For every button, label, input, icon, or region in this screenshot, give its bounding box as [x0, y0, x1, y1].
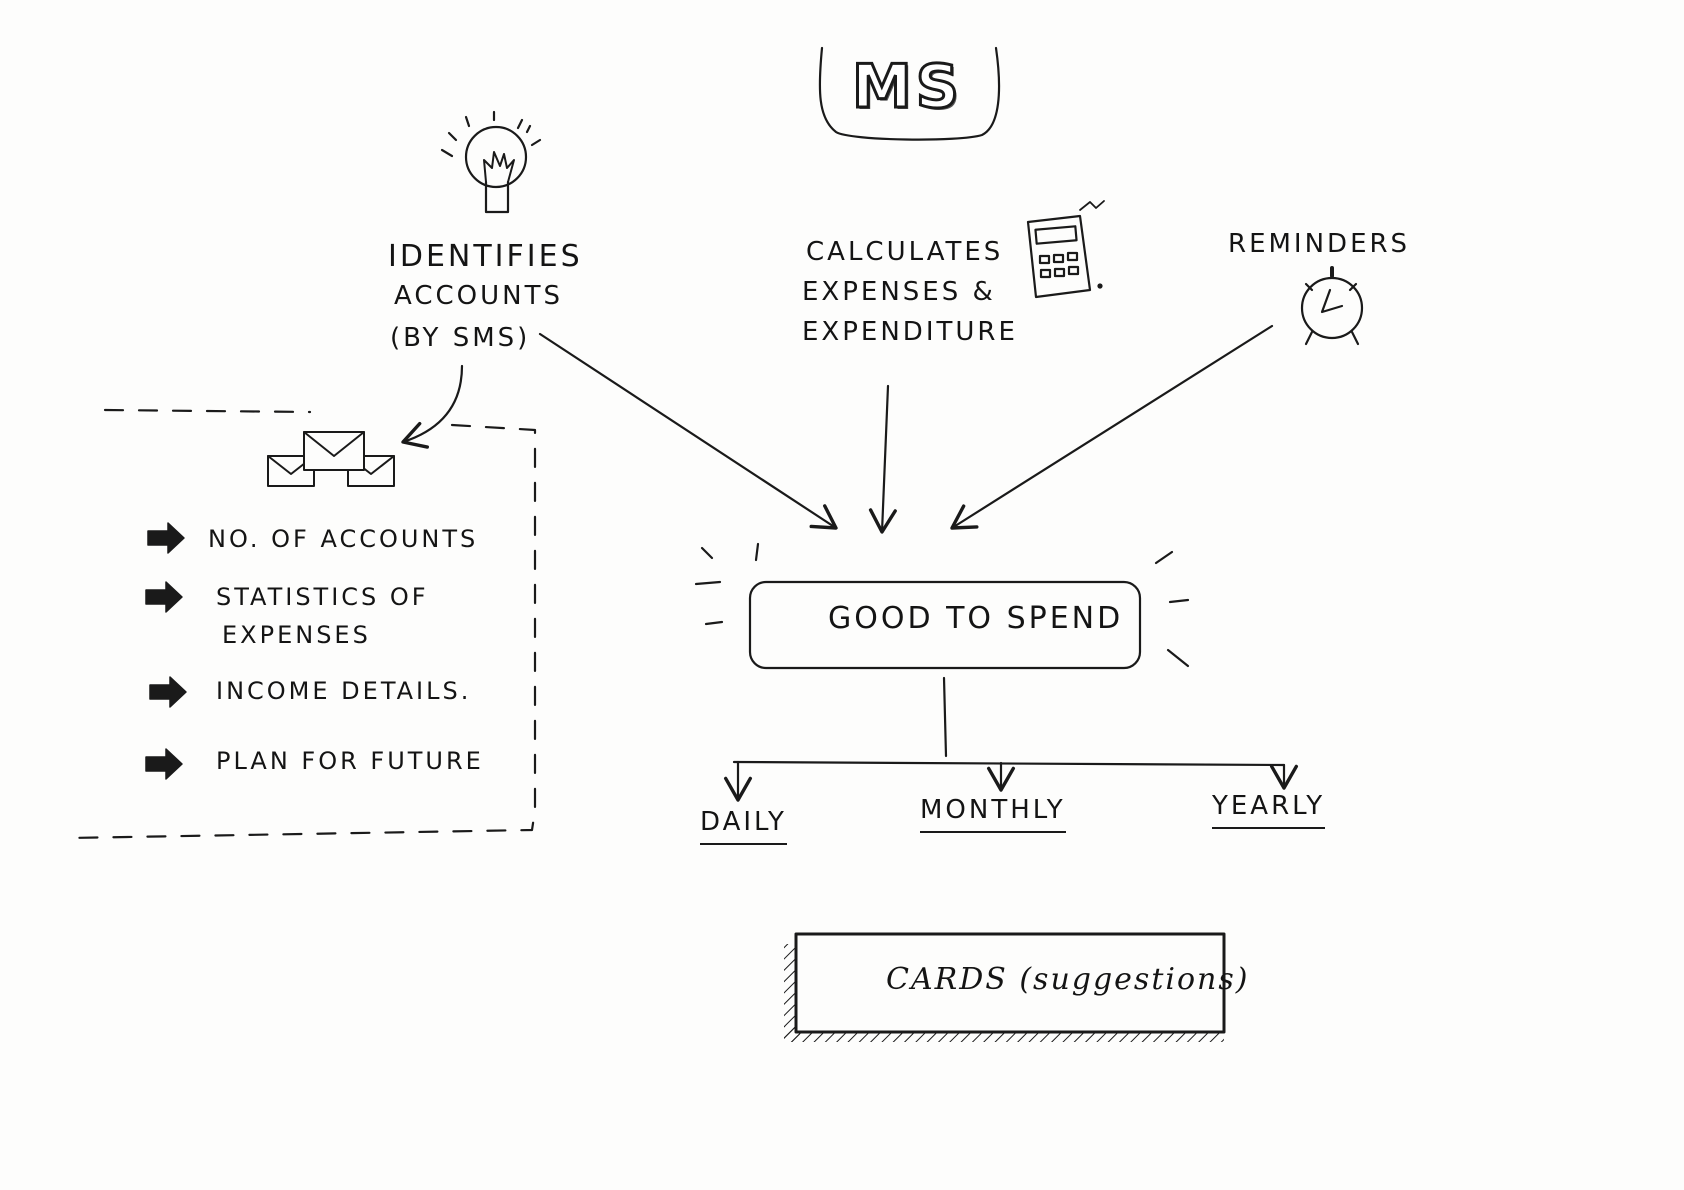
logo-box [818, 46, 1001, 141]
panel-item-plan: PLAN FOR FUTURE [216, 747, 484, 775]
bullet-arrow-icons [145, 522, 187, 780]
calculates-line2: EXPENSES & [802, 277, 996, 307]
arrow-calculates-to-center [868, 384, 897, 534]
lightbulb-icon [440, 110, 542, 214]
calculator-icon [1026, 200, 1105, 299]
period-monthly: MONTHLY [920, 794, 1066, 833]
tree-connector [732, 676, 1286, 767]
dashed-panel [68, 408, 537, 840]
calculates-line1: CALCULATES [806, 237, 1004, 267]
calculates-line3: EXPENDITURE [802, 317, 1018, 347]
glow-strokes [694, 542, 1190, 668]
alarm-clock-icon [1300, 266, 1364, 346]
arrow-to-mail [401, 364, 464, 449]
period-yearly: YEARLY [1212, 790, 1326, 829]
good-to-spend-label: GOOD TO SPEND [828, 601, 1124, 636]
panel-item-statistics-line1: STATISTICS OF [216, 583, 429, 611]
panel-item-income: INCOME DETAILS. [216, 677, 472, 705]
identifies-line1: IDENTIFIES [388, 239, 583, 274]
identifies-line2: ACCOUNTS [394, 281, 563, 311]
panel-item-statistics-line2: EXPENSES [222, 621, 371, 649]
arrow-reminders-to-center [950, 324, 1274, 530]
mail-icon [267, 431, 395, 487]
period-daily: DAILY [700, 806, 787, 845]
cards-label: CARDS (suggestions) [886, 962, 1250, 997]
cards-box [794, 932, 1226, 1034]
good-to-spend-box [748, 580, 1142, 670]
panel-item-accounts: No. OF ACCOUNTS [208, 525, 479, 553]
arrow-identifies-to-center [538, 332, 838, 530]
logo: MS [851, 51, 963, 124]
reminders-label: REMINDERS [1228, 229, 1411, 259]
identifies-line3: (BY SMS) [390, 323, 531, 353]
